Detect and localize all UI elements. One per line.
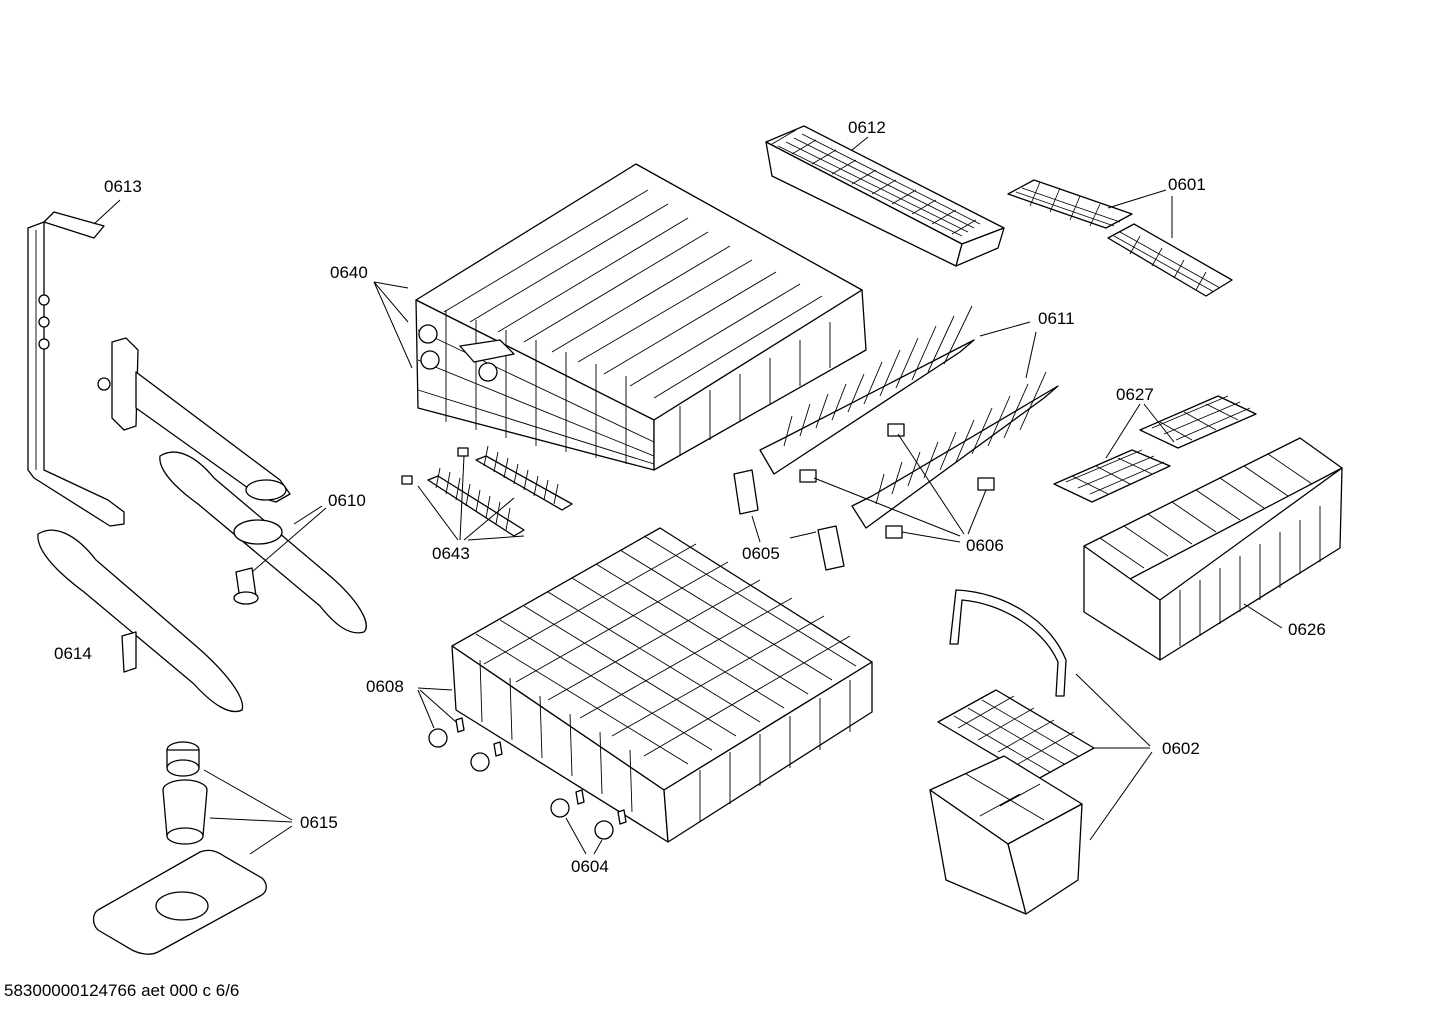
part-0643-tine-inserts xyxy=(401,445,573,537)
label-0614: 0614 xyxy=(54,644,92,663)
part-lower-basket xyxy=(451,527,873,843)
label-0606: 0606 xyxy=(966,536,1004,555)
part-0610-upper-arm-pipe xyxy=(97,337,291,503)
label-0608: 0608 xyxy=(366,677,404,696)
part-0608-0604-wheels xyxy=(428,717,627,840)
part-0602-cutlery-basket-set xyxy=(929,589,1095,915)
label-0602: 0602 xyxy=(1162,739,1200,758)
part-0601-mesh-mats xyxy=(1007,179,1233,297)
label-0604: 0604 xyxy=(571,857,609,876)
part-0610-spray-arm xyxy=(159,451,367,634)
label-0601: 0601 xyxy=(1168,175,1206,194)
label-0610: 0610 xyxy=(328,491,366,510)
label-0615: 0615 xyxy=(300,813,338,832)
part-0612-cutlery-tray xyxy=(765,125,1005,267)
label-0605: 0605 xyxy=(742,544,780,563)
document-id: 58300000124766 aet 000 c 6/6 xyxy=(4,981,240,1000)
part-0614-spray-arm xyxy=(37,529,244,713)
part-0605-0606-clips xyxy=(733,423,995,571)
label-0613: 0613 xyxy=(104,177,142,196)
leader-lines xyxy=(93,136,1283,855)
part-0640-upper-basket xyxy=(415,163,867,471)
part-0626-basket xyxy=(1083,437,1343,661)
label-0640: 0640 xyxy=(330,263,368,282)
label-0627: 0627 xyxy=(1116,385,1154,404)
part-0615-filter-set xyxy=(92,741,267,955)
label-0643: 0643 xyxy=(432,544,470,563)
label-0626: 0626 xyxy=(1288,620,1326,639)
part-0611-tine-racks xyxy=(759,305,1059,529)
part-0613-spray-pipe xyxy=(27,211,125,527)
label-0611: 0611 xyxy=(1038,309,1075,328)
label-0612: 0612 xyxy=(848,118,886,137)
